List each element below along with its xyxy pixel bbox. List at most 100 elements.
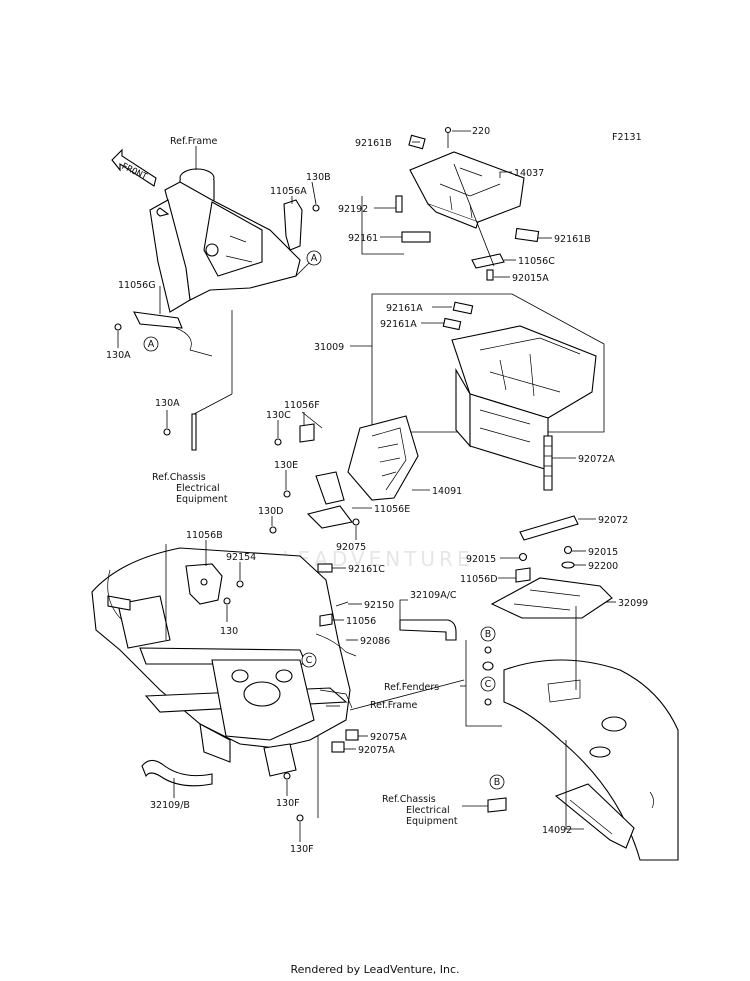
callout-b-1-label: B <box>485 629 492 640</box>
part-label-11056: 11056 <box>346 616 376 627</box>
pin-92192 <box>395 195 403 213</box>
ref-chassis-bottom-line-2: Electrical <box>406 805 450 816</box>
part-label-220: 220 <box>472 126 490 137</box>
part-label-11056g: 11056G <box>118 280 156 291</box>
part-label-92086: 92086 <box>360 636 390 647</box>
cover-14037 <box>409 151 525 229</box>
bolt-92154 <box>236 580 244 588</box>
bolt-130a-lower <box>163 428 171 436</box>
part-label-92015-right: 92015 <box>588 547 618 558</box>
strap-92072 <box>519 515 579 541</box>
watermark: LEADVENTURE <box>282 547 473 571</box>
figure-code: F2131 <box>612 132 642 143</box>
ref-frame-bottom: Ref.Frame <box>370 700 417 711</box>
part-label-92161b-top: 92161B <box>355 138 392 149</box>
leader-lines <box>117 130 616 842</box>
rubber-disc-1 <box>484 646 492 654</box>
part-label-11056b: 11056B <box>186 530 223 541</box>
bolt-130e <box>283 490 291 498</box>
clip-ref-chassis <box>487 797 507 813</box>
part-label-92161a-1: 92161A <box>386 303 423 314</box>
front-direction-arrow: FRONT <box>111 148 157 187</box>
part-label-32109a-c: 32109A/C <box>410 590 457 601</box>
part-label-11056c: 11056C <box>518 256 555 267</box>
strap-92072a <box>543 435 553 491</box>
callout-c-1 <box>480 676 496 692</box>
part-label-92200: 92200 <box>588 561 618 572</box>
ref-fenders: Ref.Fenders <box>384 682 439 693</box>
part-label-130: 130 <box>220 626 238 637</box>
part-label-11056f: 11056F <box>284 400 320 411</box>
ref-chassis-left-line-3: Equipment <box>176 494 228 505</box>
part-label-130a-upper: 130A <box>106 350 131 361</box>
frame-head-illustration <box>149 168 313 313</box>
rubber-disc-2 <box>484 698 492 706</box>
part-label-130f-1: 130F <box>276 798 300 809</box>
callout-c-1-label: C <box>485 679 492 690</box>
part-label-92154: 92154 <box>226 552 256 563</box>
ref-chassis-left-line-1: Ref.Chassis <box>152 472 206 483</box>
bracket-11056e-upper <box>315 471 345 505</box>
part-label-92161c: 92161C <box>348 564 385 575</box>
nut-92015-right <box>563 545 573 555</box>
ref-chassis-bottom-line-1: Ref.Chassis <box>382 794 436 805</box>
part-label-92161b-right: 92161B <box>554 234 591 245</box>
bolt-130b <box>312 204 320 212</box>
rubber-damper-1 <box>482 661 494 671</box>
callout-a-2 <box>143 336 159 352</box>
part-label-92015-left: 92015 <box>466 554 496 565</box>
pad-92161 <box>401 231 431 243</box>
part-label-92075: 92075 <box>336 542 366 553</box>
callout-b-2-label: B <box>494 777 501 788</box>
reference-labels: Ref.Frame Ref.Chassis Electrical Equipme… <box>152 136 458 827</box>
bracket-11056a <box>283 199 303 251</box>
part-label-14091: 14091 <box>432 486 462 497</box>
strap-130a <box>191 413 197 451</box>
bolt-130c <box>274 438 282 446</box>
pad-92161c <box>317 563 333 573</box>
bracket-plate-14091 <box>347 415 419 501</box>
ref-chassis-bottom-line-3: Equipment <box>406 816 458 827</box>
part-label-32099: 32099 <box>618 598 648 609</box>
callout-c-2-label: C <box>306 655 313 666</box>
part-label-92015a: 92015A <box>512 273 549 284</box>
part-label-92161: 92161 <box>348 233 378 244</box>
part-label-130f-2: 130F <box>290 844 314 855</box>
bolt-130f-2 <box>296 814 304 822</box>
callout-a-1-label: A <box>311 253 318 264</box>
pad-92161b-right <box>514 227 540 243</box>
bracket-11056d <box>515 567 531 583</box>
ref-frame-top: Ref.Frame <box>170 136 217 147</box>
part-label-92072a: 92072A <box>578 454 615 465</box>
mudguard-14092 <box>554 783 635 849</box>
callout-c-2 <box>301 652 317 668</box>
pipe-32109a-c <box>399 619 457 641</box>
nut-92015-left <box>518 552 528 562</box>
ref-chassis-left-line-2: Electrical <box>176 483 220 494</box>
part-label-92161a-2: 92161A <box>380 319 417 330</box>
part-label-11056d: 11056D <box>460 574 498 585</box>
part-label-130a-lower: 130A <box>155 398 180 409</box>
rear-fender <box>503 659 679 861</box>
part-label-130d: 130D <box>258 506 283 517</box>
nut-92015a <box>486 269 494 281</box>
bracket-32099 <box>490 577 613 619</box>
pad-92161a-1 <box>452 301 474 315</box>
part-label-92150: 92150 <box>364 600 394 611</box>
bracket-11056e-lower <box>306 505 353 529</box>
part-label-92075a-2: 92075A <box>358 745 395 756</box>
bolt-130a-upper <box>114 323 122 331</box>
part-label-130e: 130E <box>274 460 298 471</box>
callout-b-2 <box>489 774 505 790</box>
cable-92086 <box>315 633 357 657</box>
part-label-92075a-1: 92075A <box>370 732 407 743</box>
bracket-11056 <box>319 613 333 627</box>
rubber-92075a-2 <box>331 741 345 753</box>
pad-92161a-2 <box>442 317 462 331</box>
bolt-130f-1 <box>283 772 291 780</box>
part-label-130b: 130B <box>306 172 331 183</box>
callout-a-2-label: A <box>148 339 155 350</box>
part-label-11056e: 11056E <box>374 504 410 515</box>
